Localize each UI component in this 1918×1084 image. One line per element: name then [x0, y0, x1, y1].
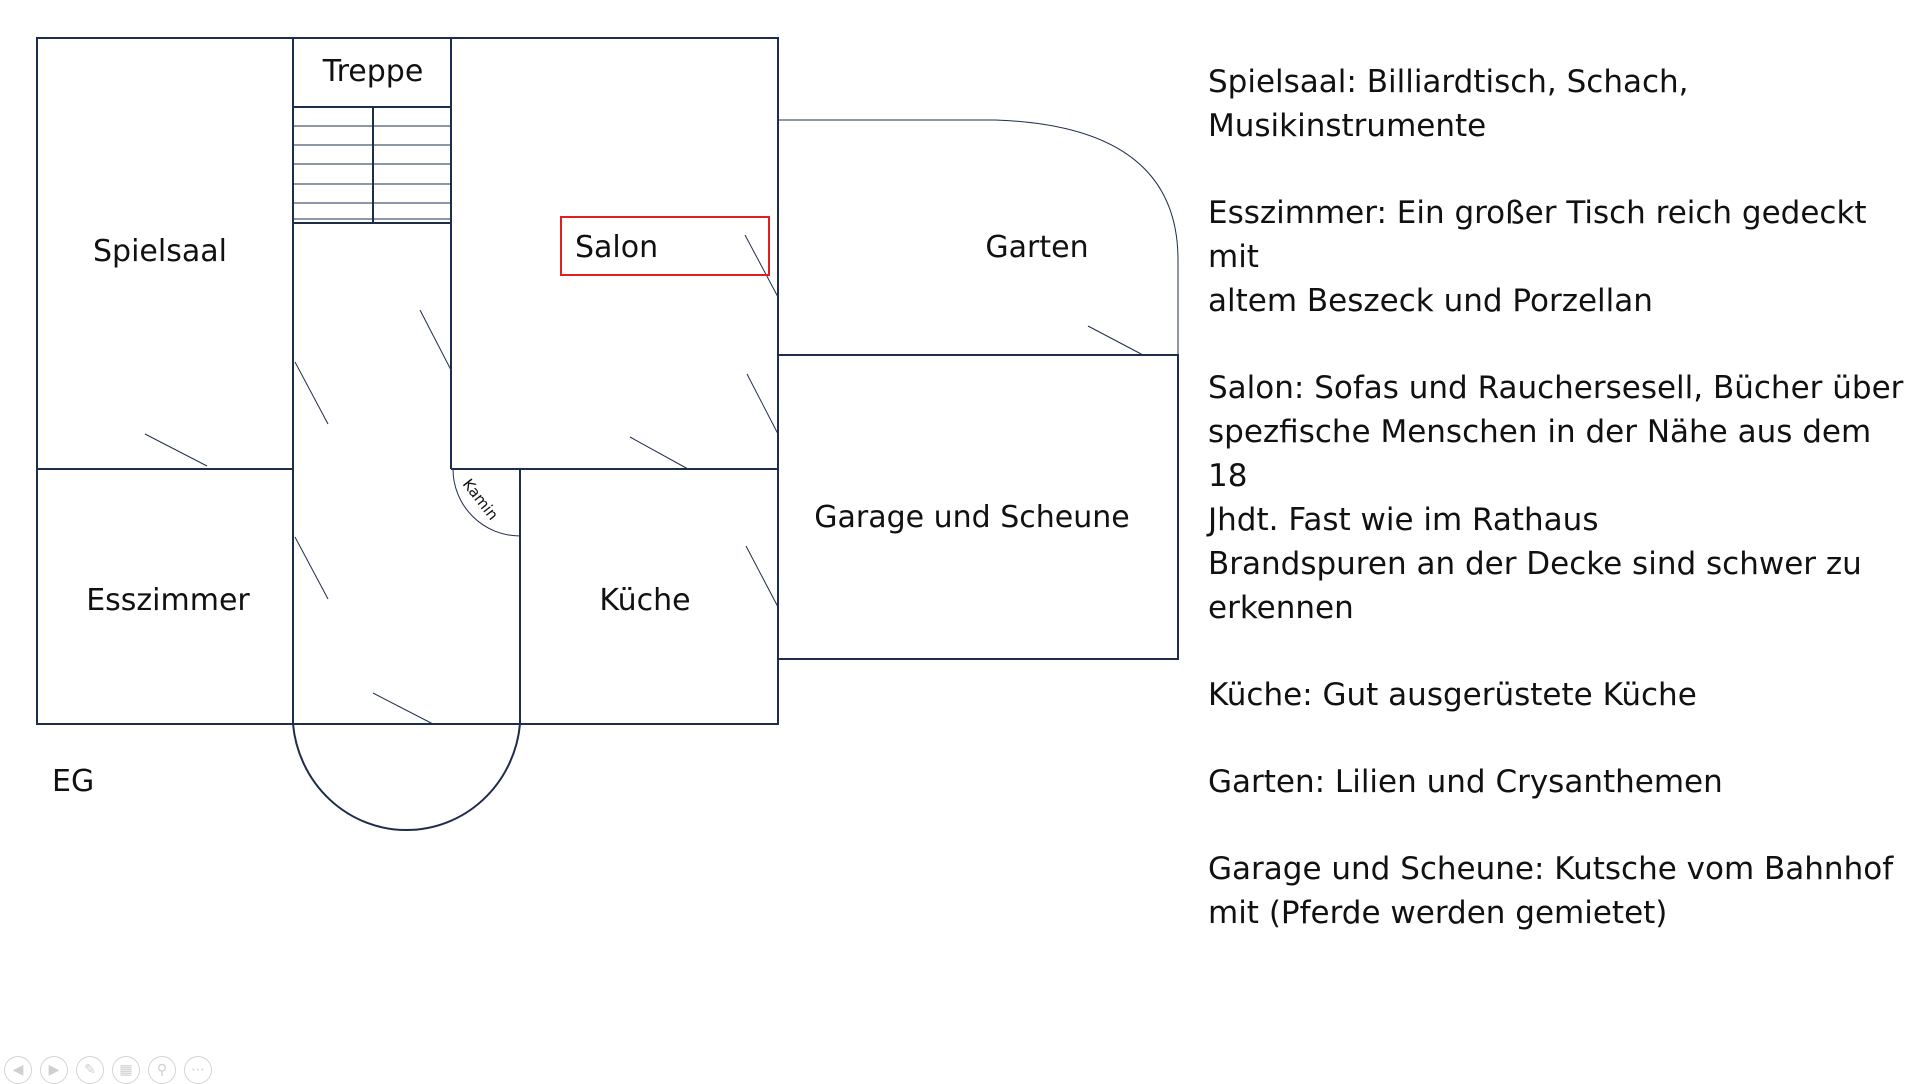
door — [1087, 325, 1144, 356]
door — [744, 234, 779, 298]
room-notes: Spielsaal: Billiardtisch, Schach, Musiki… — [1208, 60, 1908, 978]
floor-label: EG — [52, 764, 94, 799]
entrance-arc — [292, 723, 521, 831]
room-label-esszimmer: Esszimmer — [86, 583, 250, 618]
room-label-spielsaal: Spielsaal — [93, 234, 227, 269]
note-salon: Salon: Sofas und Rauchersesell, Bücher ü… — [1208, 370, 1904, 626]
door — [419, 309, 452, 371]
garage-outline — [777, 354, 1179, 660]
main-building-outline — [36, 37, 779, 725]
room-label-treppe: Treppe — [322, 54, 424, 89]
note-kueche: Küche: Gut ausgerüstete Küche — [1208, 677, 1697, 713]
note-spielsaal: Spielsaal: Billiardtisch, Schach, Musiki… — [1208, 64, 1689, 144]
door — [746, 373, 779, 435]
door — [294, 536, 329, 600]
fireplace — [452, 468, 521, 537]
room-label-kamin: Kamin — [459, 475, 502, 523]
room-label-garage: Garage und Scheune — [814, 500, 1129, 535]
door — [629, 436, 689, 470]
room-label-salon: Salon — [575, 230, 658, 265]
door — [294, 361, 329, 425]
door — [372, 692, 434, 725]
room-label-garten: Garten — [985, 230, 1088, 265]
garden-outline — [778, 119, 1179, 355]
note-esszimmer: Esszimmer: Ein großer Tisch reich gedeck… — [1208, 195, 1867, 319]
note-garage: Garage und Scheune: Kutsche vom Bahnhof … — [1208, 851, 1894, 931]
door — [144, 433, 208, 467]
note-garten: Garten: Lilien und Crysanthemen — [1208, 764, 1723, 800]
door — [745, 545, 779, 608]
salon-highlight-box — [560, 216, 770, 276]
room-label-kueche: Küche — [599, 583, 690, 618]
